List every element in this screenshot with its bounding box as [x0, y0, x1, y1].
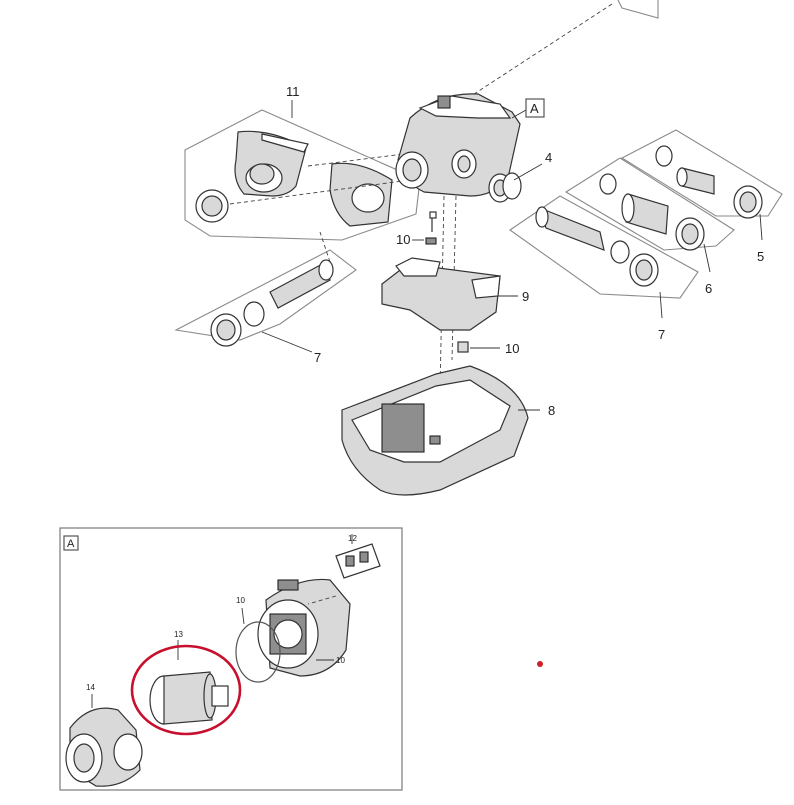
callout-10-mid: 10: [505, 341, 519, 356]
screw-10-top: [412, 211, 437, 245]
inset-label-box: [63, 535, 79, 551]
inset-screw-10: 10: [316, 656, 345, 665]
callout-7-right: 7: [658, 327, 665, 342]
inset-rotor-13: 13: [130, 630, 242, 736]
callout-a: A: [530, 101, 539, 116]
base-housing-8: [341, 365, 540, 496]
inset-callout-12: 12: [348, 534, 357, 543]
group-5-hose-kit: [620, 129, 783, 241]
group-11-covers: [184, 109, 441, 241]
callout-5: 5: [757, 249, 764, 264]
inset-callout-10-screw: 10: [336, 656, 345, 665]
callout-7-left: 7: [314, 350, 321, 365]
inset-motor-housing: [257, 578, 351, 677]
pump-assembly-a: [395, 93, 521, 391]
clip-10-mid: [457, 341, 500, 353]
inset-o-ring-10: 10: [235, 596, 281, 683]
callout-11: 11: [286, 84, 300, 99]
callout-10-top: 10: [396, 232, 410, 247]
rotor-highlight-circle: [130, 644, 242, 736]
callout-6: 6: [705, 281, 712, 296]
inset-callout-14: 14: [86, 683, 95, 692]
callout-4: 4: [545, 150, 552, 165]
inset-volute-14: 14: [65, 683, 143, 787]
red-marker-dot: [537, 661, 543, 667]
bracket-9: [381, 257, 518, 331]
inset-callout-13: 13: [174, 630, 183, 639]
callout-9: 9: [522, 289, 529, 304]
coupler-4: [488, 163, 543, 203]
clipped-group-box-top: [467, 0, 659, 99]
inset-a-detail: A 12 10 10: [59, 527, 403, 791]
callout-labels: 11 A 4 10 9 10 8 7 5 6 7: [286, 84, 764, 418]
group-6-hose-kit: [564, 157, 735, 273]
group-7-right-hose-kit: [509, 195, 699, 319]
inset-label: A: [67, 538, 75, 550]
group-7-left-hose-kit: [174, 231, 357, 353]
callout-a-box: [525, 98, 545, 118]
callout-8: 8: [548, 403, 555, 418]
inset-callout-10-ring: 10: [236, 596, 245, 605]
inset-part-12: 12: [335, 534, 381, 579]
